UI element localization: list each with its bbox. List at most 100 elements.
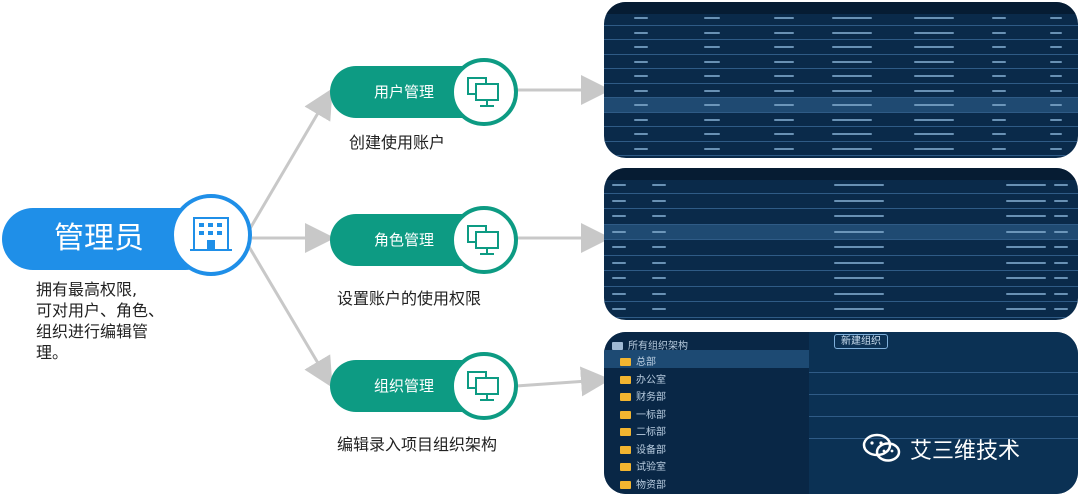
tree-item[interactable]: 物资部: [620, 476, 666, 491]
role-table-screenshot: [604, 168, 1078, 320]
table-cell: [652, 277, 666, 279]
table-cell: [992, 104, 1006, 106]
org-detail: 新建组织: [809, 332, 1078, 494]
table-row[interactable]: [604, 111, 1078, 113]
table-cell: [914, 46, 954, 48]
table-cell: [612, 184, 626, 186]
table-cell: [634, 17, 648, 19]
table-cell: [914, 60, 954, 63]
tree-item[interactable]: 办公室: [620, 371, 666, 386]
table-row[interactable]: [604, 208, 1078, 209]
table-cell: [834, 261, 884, 264]
table-cell: [612, 246, 626, 248]
table-cell: [1006, 184, 1046, 186]
table-cell: [612, 215, 626, 217]
table-row[interactable]: [604, 192, 1078, 194]
computer-icon: [450, 352, 518, 420]
table-cell: [914, 118, 954, 121]
tree-item[interactable]: 一标部: [620, 406, 666, 421]
tree-item[interactable]: 二标部: [620, 423, 666, 438]
table-row[interactable]: [604, 82, 1078, 84]
arrow-to-user-mgmt: [246, 88, 333, 233]
table-row[interactable]: [604, 254, 1078, 256]
folder-icon: [620, 463, 631, 471]
table-cell: [1006, 261, 1046, 264]
table-cell: [704, 31, 720, 34]
tree-item[interactable]: 设备部: [620, 441, 666, 456]
folder-icon: [620, 480, 631, 489]
tree-item[interactable]: 财务部: [620, 388, 666, 403]
table-cell: [704, 17, 720, 19]
tree-root[interactable]: 所有组织架构: [612, 337, 688, 352]
arrow-org-to-panel: [515, 366, 611, 397]
table-row[interactable]: [604, 285, 1078, 287]
table-cell: [1006, 308, 1046, 310]
table-cell: [1050, 104, 1062, 106]
table-cell: [704, 46, 720, 48]
table-cell: [1054, 246, 1068, 248]
table-row[interactable]: [604, 39, 1078, 40]
divider: [809, 394, 1078, 395]
table-cell: [834, 230, 884, 233]
table-cell: [992, 60, 1006, 63]
table-row[interactable]: [604, 24, 1078, 26]
table-cell: [1054, 230, 1068, 233]
table-cell: [1050, 75, 1062, 77]
table-cell: [652, 230, 666, 233]
table-cell: [634, 89, 648, 92]
table-cell: [992, 17, 1006, 19]
table-cell: [634, 46, 648, 48]
table-cell: [1054, 277, 1068, 279]
table-cell: [704, 60, 720, 63]
table-row[interactable]: [604, 270, 1078, 271]
folder-icon: [620, 410, 631, 419]
table-cell: [774, 17, 794, 19]
computer-icon: [450, 206, 518, 274]
table-row[interactable]: [604, 53, 1078, 55]
tree-item[interactable]: 试验室: [620, 458, 666, 473]
table-cell: [704, 133, 720, 135]
table-cell: [774, 133, 794, 135]
table-cell: [832, 133, 872, 135]
table-cell: [914, 89, 954, 92]
table-cell: [992, 46, 1006, 48]
watermark-text: 艾三维技术: [910, 439, 1021, 464]
admin-building-icon: [170, 194, 252, 276]
table-cell: [834, 215, 884, 217]
divider: [809, 416, 1078, 417]
table-cell: [1050, 133, 1062, 135]
table-cell: [914, 133, 954, 135]
table-row[interactable]: [604, 68, 1078, 69]
table-cell: [1006, 230, 1046, 233]
org-tree-screenshot: 所有组织架构 总部办公室财务部一标部二标部设备部试验室物资部 新建组织: [604, 332, 1078, 494]
user-mgmt-caption: 创建使用账户: [349, 133, 446, 152]
table-cell: [1050, 89, 1062, 92]
table-row[interactable]: [604, 140, 1078, 142]
table-row[interactable]: [604, 301, 1078, 302]
table-cell: [834, 292, 884, 295]
table-cell: [612, 199, 626, 202]
table-cell: [774, 147, 794, 150]
table-row[interactable]: [604, 97, 1078, 98]
org-tree: 所有组织架构 总部办公室财务部一标部二标部设备部试验室物资部: [604, 332, 809, 494]
table-row[interactable]: [604, 239, 1078, 240]
table-cell: [832, 46, 872, 48]
table-cell: [834, 184, 884, 186]
table-row[interactable]: [604, 223, 1078, 225]
tree-item[interactable]: 总部: [620, 353, 656, 368]
table-cell: [832, 75, 872, 77]
table-row[interactable]: [604, 155, 1078, 156]
table-cell: [1054, 215, 1068, 217]
table-cell: [1050, 118, 1062, 121]
table-cell: [1006, 199, 1046, 202]
table-cell: [1006, 277, 1046, 279]
table-cell: [774, 118, 794, 121]
table-row[interactable]: [604, 126, 1078, 127]
table-row[interactable]: [604, 316, 1078, 318]
folder-icon: [620, 445, 631, 454]
table-cell: [612, 230, 626, 233]
new-org-button[interactable]: 新建组织: [834, 334, 888, 349]
table-cell: [1006, 215, 1046, 217]
table-cell: [1050, 60, 1062, 63]
